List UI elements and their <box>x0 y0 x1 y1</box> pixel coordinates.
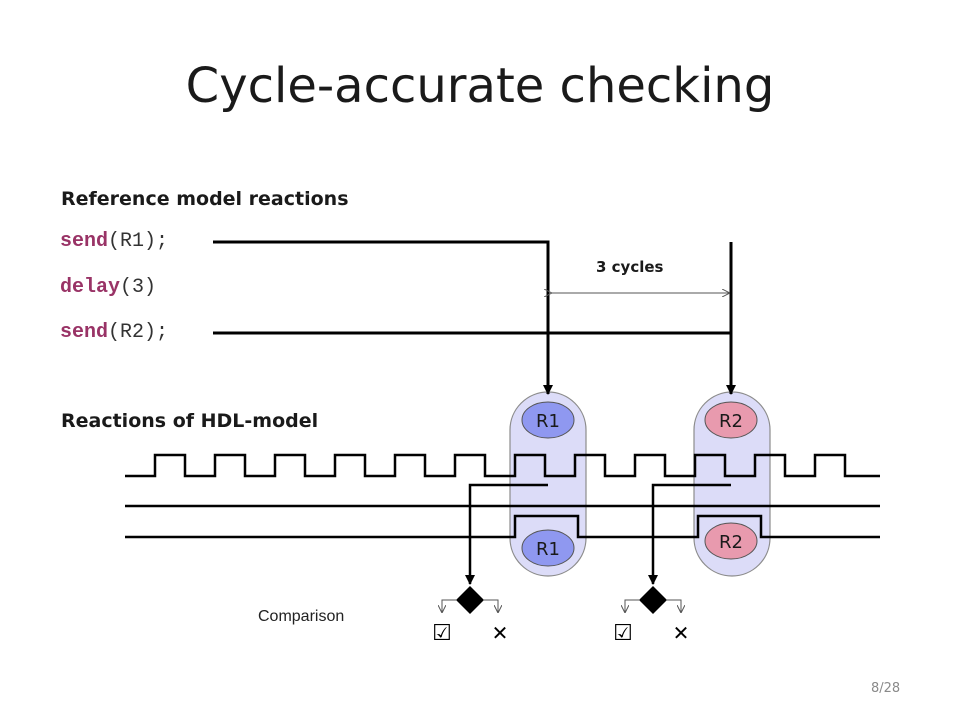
page-number: 8/28 <box>871 681 901 696</box>
code-argument: (3) <box>120 276 157 299</box>
fail-cross-icon: ✕ <box>492 621 509 645</box>
code-line-send-r2: send(R2); <box>60 321 168 344</box>
comparator-2-pass-arrow <box>625 599 639 612</box>
compare-feed-r2 <box>648 483 731 585</box>
r2-top-label: R2 <box>719 411 743 432</box>
code-argument: (R2); <box>108 321 169 344</box>
comparison-label: Comparison <box>258 608 345 625</box>
cycles-label: 3 cycles <box>596 258 664 276</box>
r2-bottom-ellipse <box>704 522 758 560</box>
code-keyword: delay <box>60 276 121 299</box>
compare-feed-r1 <box>465 483 548 585</box>
fail-cross-icon: ✕ <box>673 621 690 645</box>
r1-bottom-label: R1 <box>536 539 560 560</box>
r1-top-ellipse <box>521 401 575 439</box>
r2-bottom-label: R2 <box>719 532 743 553</box>
code-argument: (R1); <box>108 230 169 253</box>
code-keyword: send <box>60 230 109 253</box>
code-keyword: send <box>60 321 109 344</box>
pass-check-icon: ☑ <box>432 621 452 646</box>
send-r1-arrow <box>213 240 553 395</box>
slide-title: Cycle-accurate checking <box>185 58 775 114</box>
pass-check-icon: ☑ <box>613 621 633 646</box>
r1-bottom-ellipse <box>521 529 575 567</box>
hdl-heading: Reactions of HDL-model <box>61 410 319 432</box>
r2-top-ellipse <box>704 401 758 439</box>
comparator-1 <box>456 586 484 614</box>
comparator-1-fail-arrow <box>484 599 498 612</box>
clock-signal <box>125 453 880 478</box>
code-line-send-r1: send(R1); <box>60 230 168 253</box>
r1-top-label: R1 <box>536 411 560 432</box>
comparator-2-fail-arrow <box>667 599 681 612</box>
comparator-1-pass-arrow <box>442 599 456 612</box>
code-line-delay: delay(3) <box>60 276 156 299</box>
signal-line-3 <box>125 514 880 539</box>
comparator-2 <box>639 586 667 614</box>
reference-heading: Reference model reactions <box>61 188 349 210</box>
